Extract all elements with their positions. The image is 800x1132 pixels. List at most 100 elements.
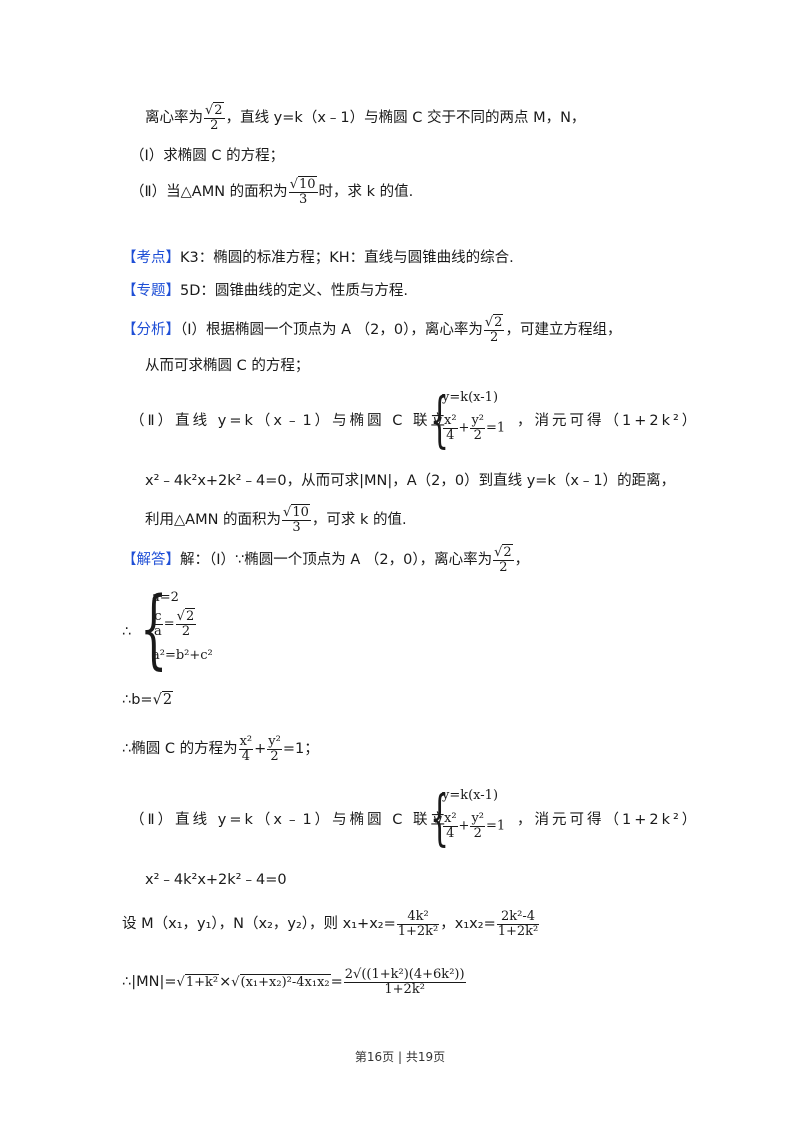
- jieda-tag: 【解答】: [122, 552, 180, 569]
- denominator: 2: [490, 329, 499, 345]
- numerator: 2√((1+k²)(4+6k²)): [343, 967, 466, 983]
- kaodian-line: 【考点】K3：椭圆的标准方程；KH：直线与圆锥曲线的综合.: [122, 250, 514, 267]
- system-row-1: a=2: [152, 590, 179, 605]
- question-1: （Ⅰ）求椭圆 C 的方程；: [130, 148, 285, 164]
- zhuanti-line: 【专题】5D：圆锥曲线的定义、性质与方程.: [122, 283, 408, 300]
- denominator: 1+2k²: [397, 923, 439, 939]
- system-row-3: a²=b²+c²: [152, 648, 213, 663]
- plus: +: [254, 741, 267, 758]
- text: （Ⅰ）根据椭圆一个顶点为 A （2，0），离心率为: [180, 322, 483, 339]
- sqrt-radicand: 10: [291, 504, 310, 520]
- sqrt-radicand: 2: [213, 102, 224, 118]
- denominator: 2: [270, 748, 279, 764]
- denominator: 1+2k²: [384, 981, 425, 997]
- denominator: 2: [210, 117, 219, 133]
- equals-one: =1: [486, 818, 506, 834]
- denominator: 1+2k²: [497, 923, 539, 939]
- kaodian-text: K3：椭圆的标准方程；KH：直线与圆锥曲线的综合.: [180, 250, 514, 266]
- numerator: x²: [238, 734, 254, 750]
- denominator: a: [154, 623, 162, 639]
- sqrt-radicand: 2: [184, 608, 196, 624]
- numerator: y²: [267, 734, 282, 750]
- quadratic-equation: x²﹣4k²x+2k²﹣4=0: [145, 872, 287, 888]
- denominator: 3: [292, 519, 301, 535]
- text: ∴椭圆 C 的方程为: [122, 741, 238, 758]
- denominator: 2: [181, 623, 191, 639]
- text: =1；: [282, 741, 319, 758]
- text: （Ⅱ）当△AMN 的面积为: [130, 184, 288, 201]
- page-footer: 第16页 | 共19页: [354, 1050, 446, 1064]
- denominator: 2: [499, 559, 508, 575]
- text: ∴|MN|=: [122, 974, 177, 991]
- system-row-1: y=k(x-1): [442, 390, 499, 405]
- numerator: 4k²: [396, 910, 440, 925]
- numerator: y²: [470, 811, 486, 827]
- text: ∴b=: [122, 692, 153, 708]
- sqrt-2: √2: [152, 691, 174, 708]
- denominator: 2: [473, 427, 482, 443]
- fenxi-line4: x²﹣4k²x+2k²﹣4=0，从而可求|MN|，A（2，0）到直线 y=k（x…: [145, 473, 676, 489]
- numerator: x²: [443, 413, 458, 429]
- jieda-p2a: （Ⅱ）直线 y=k（x﹣1）与椭圆 C 联立: [130, 812, 449, 828]
- numerator: y²: [470, 413, 486, 429]
- sqrt-radicand: 2: [502, 544, 513, 560]
- mn-length-line: ∴|MN|=√1+k²×√(x₁+x₂)²-4x₁x₂=2√((1+k²)(4+…: [122, 968, 467, 996]
- text: 解：（Ⅰ）∵椭圆一个顶点为 A （2，0），离心率为: [180, 552, 493, 569]
- system-row-1: y=k(x-1): [442, 788, 499, 803]
- zhuanti-text: 5D：圆锥曲线的定义、性质与方程.: [180, 283, 408, 299]
- numerator: 2k²-4: [496, 910, 540, 925]
- sqrt-radicand: 2: [161, 691, 174, 708]
- equals-one: =1: [486, 420, 506, 436]
- plus: +: [458, 818, 470, 834]
- therefore-symbol: ∴: [122, 624, 132, 640]
- fenxi-line3a: （Ⅱ）直线 y=k（x﹣1）与椭圆 C 联立: [130, 413, 449, 429]
- text: ，直线 y=k（x﹣1）与椭圆 C 交于不同的两点 M，N，: [225, 110, 586, 127]
- sqrt-discriminant: √(x₁+x₂)²-4x₁x₂: [231, 974, 331, 991]
- sqrt-radicand: 1+k²: [184, 974, 220, 991]
- zhuanti-tag: 【专题】: [122, 283, 180, 299]
- text: ，可求 k 的值.: [311, 512, 407, 529]
- sqrt-radicand: 2: [493, 314, 504, 330]
- denominator: 4: [241, 748, 250, 764]
- text: ，可建立方程组，: [505, 322, 622, 339]
- times: ×: [219, 974, 232, 991]
- denominator: 2: [473, 825, 482, 841]
- numerator: x²: [443, 811, 458, 827]
- text: ，: [514, 552, 530, 569]
- kaodian-tag: 【考点】: [122, 250, 180, 266]
- sqrt-radicand: 10: [297, 176, 317, 192]
- numerator: c: [153, 609, 163, 625]
- equals: =: [330, 974, 343, 991]
- equals: =: [163, 616, 175, 632]
- b-value-line: ∴b=√2: [122, 691, 174, 709]
- text: 时，求 k 的值.: [318, 184, 414, 201]
- sqrt-1-plus-k2: √1+k²: [176, 974, 220, 991]
- fenxi-tag: 【分析】: [122, 322, 180, 339]
- jieda-p2b: ，消元可得（1+2k²）: [517, 812, 700, 828]
- sqrt-radicand: (x₁+x₂)²-4x₁x₂: [239, 974, 331, 991]
- fenxi-line3b: ，消元可得（1+2k²）: [517, 413, 700, 429]
- text: 利用△AMN 的面积为: [145, 512, 282, 529]
- fenxi-line2: 从而可求椭圆 C 的方程；: [145, 358, 310, 374]
- denominator: 3: [298, 191, 308, 207]
- denominator: 4: [446, 427, 455, 443]
- plus: +: [458, 420, 470, 436]
